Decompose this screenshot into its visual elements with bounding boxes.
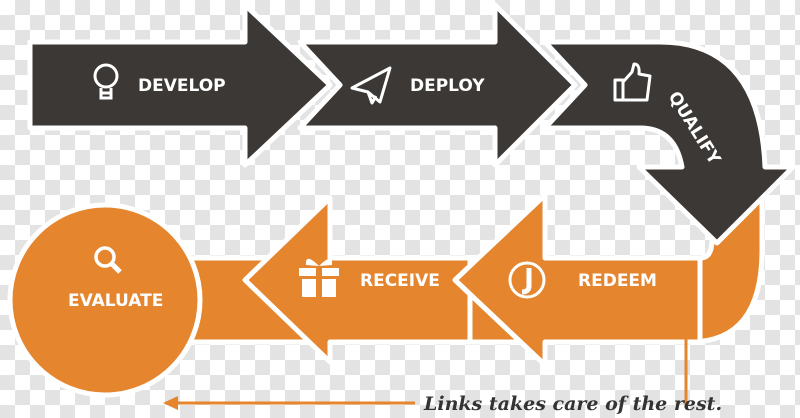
receive-arrow bbox=[242, 195, 473, 365]
links-logo-icon bbox=[508, 261, 546, 299]
redeem-arrow bbox=[452, 192, 703, 368]
redeem-label: REDEEM bbox=[578, 271, 657, 291]
search-icon bbox=[94, 246, 122, 274]
evaluate-label: EVALUATE bbox=[68, 291, 163, 311]
evaluate-circle bbox=[7, 202, 203, 398]
develop-label: DEVELOP bbox=[138, 76, 226, 96]
deploy-arrow bbox=[297, 2, 578, 168]
deploy-label: DEPLOY bbox=[410, 76, 485, 96]
lightbulb-icon bbox=[93, 63, 119, 100]
receive-label: RECEIVE bbox=[360, 271, 440, 291]
qualify-arrow bbox=[542, 39, 796, 246]
return-arrow-line bbox=[163, 278, 688, 410]
caption: Links takes care of the rest. bbox=[423, 393, 722, 415]
paper-plane-icon bbox=[350, 66, 392, 105]
thumbs-up-icon bbox=[613, 62, 652, 102]
develop-arrow bbox=[27, 2, 333, 168]
gift-icon bbox=[299, 258, 339, 297]
